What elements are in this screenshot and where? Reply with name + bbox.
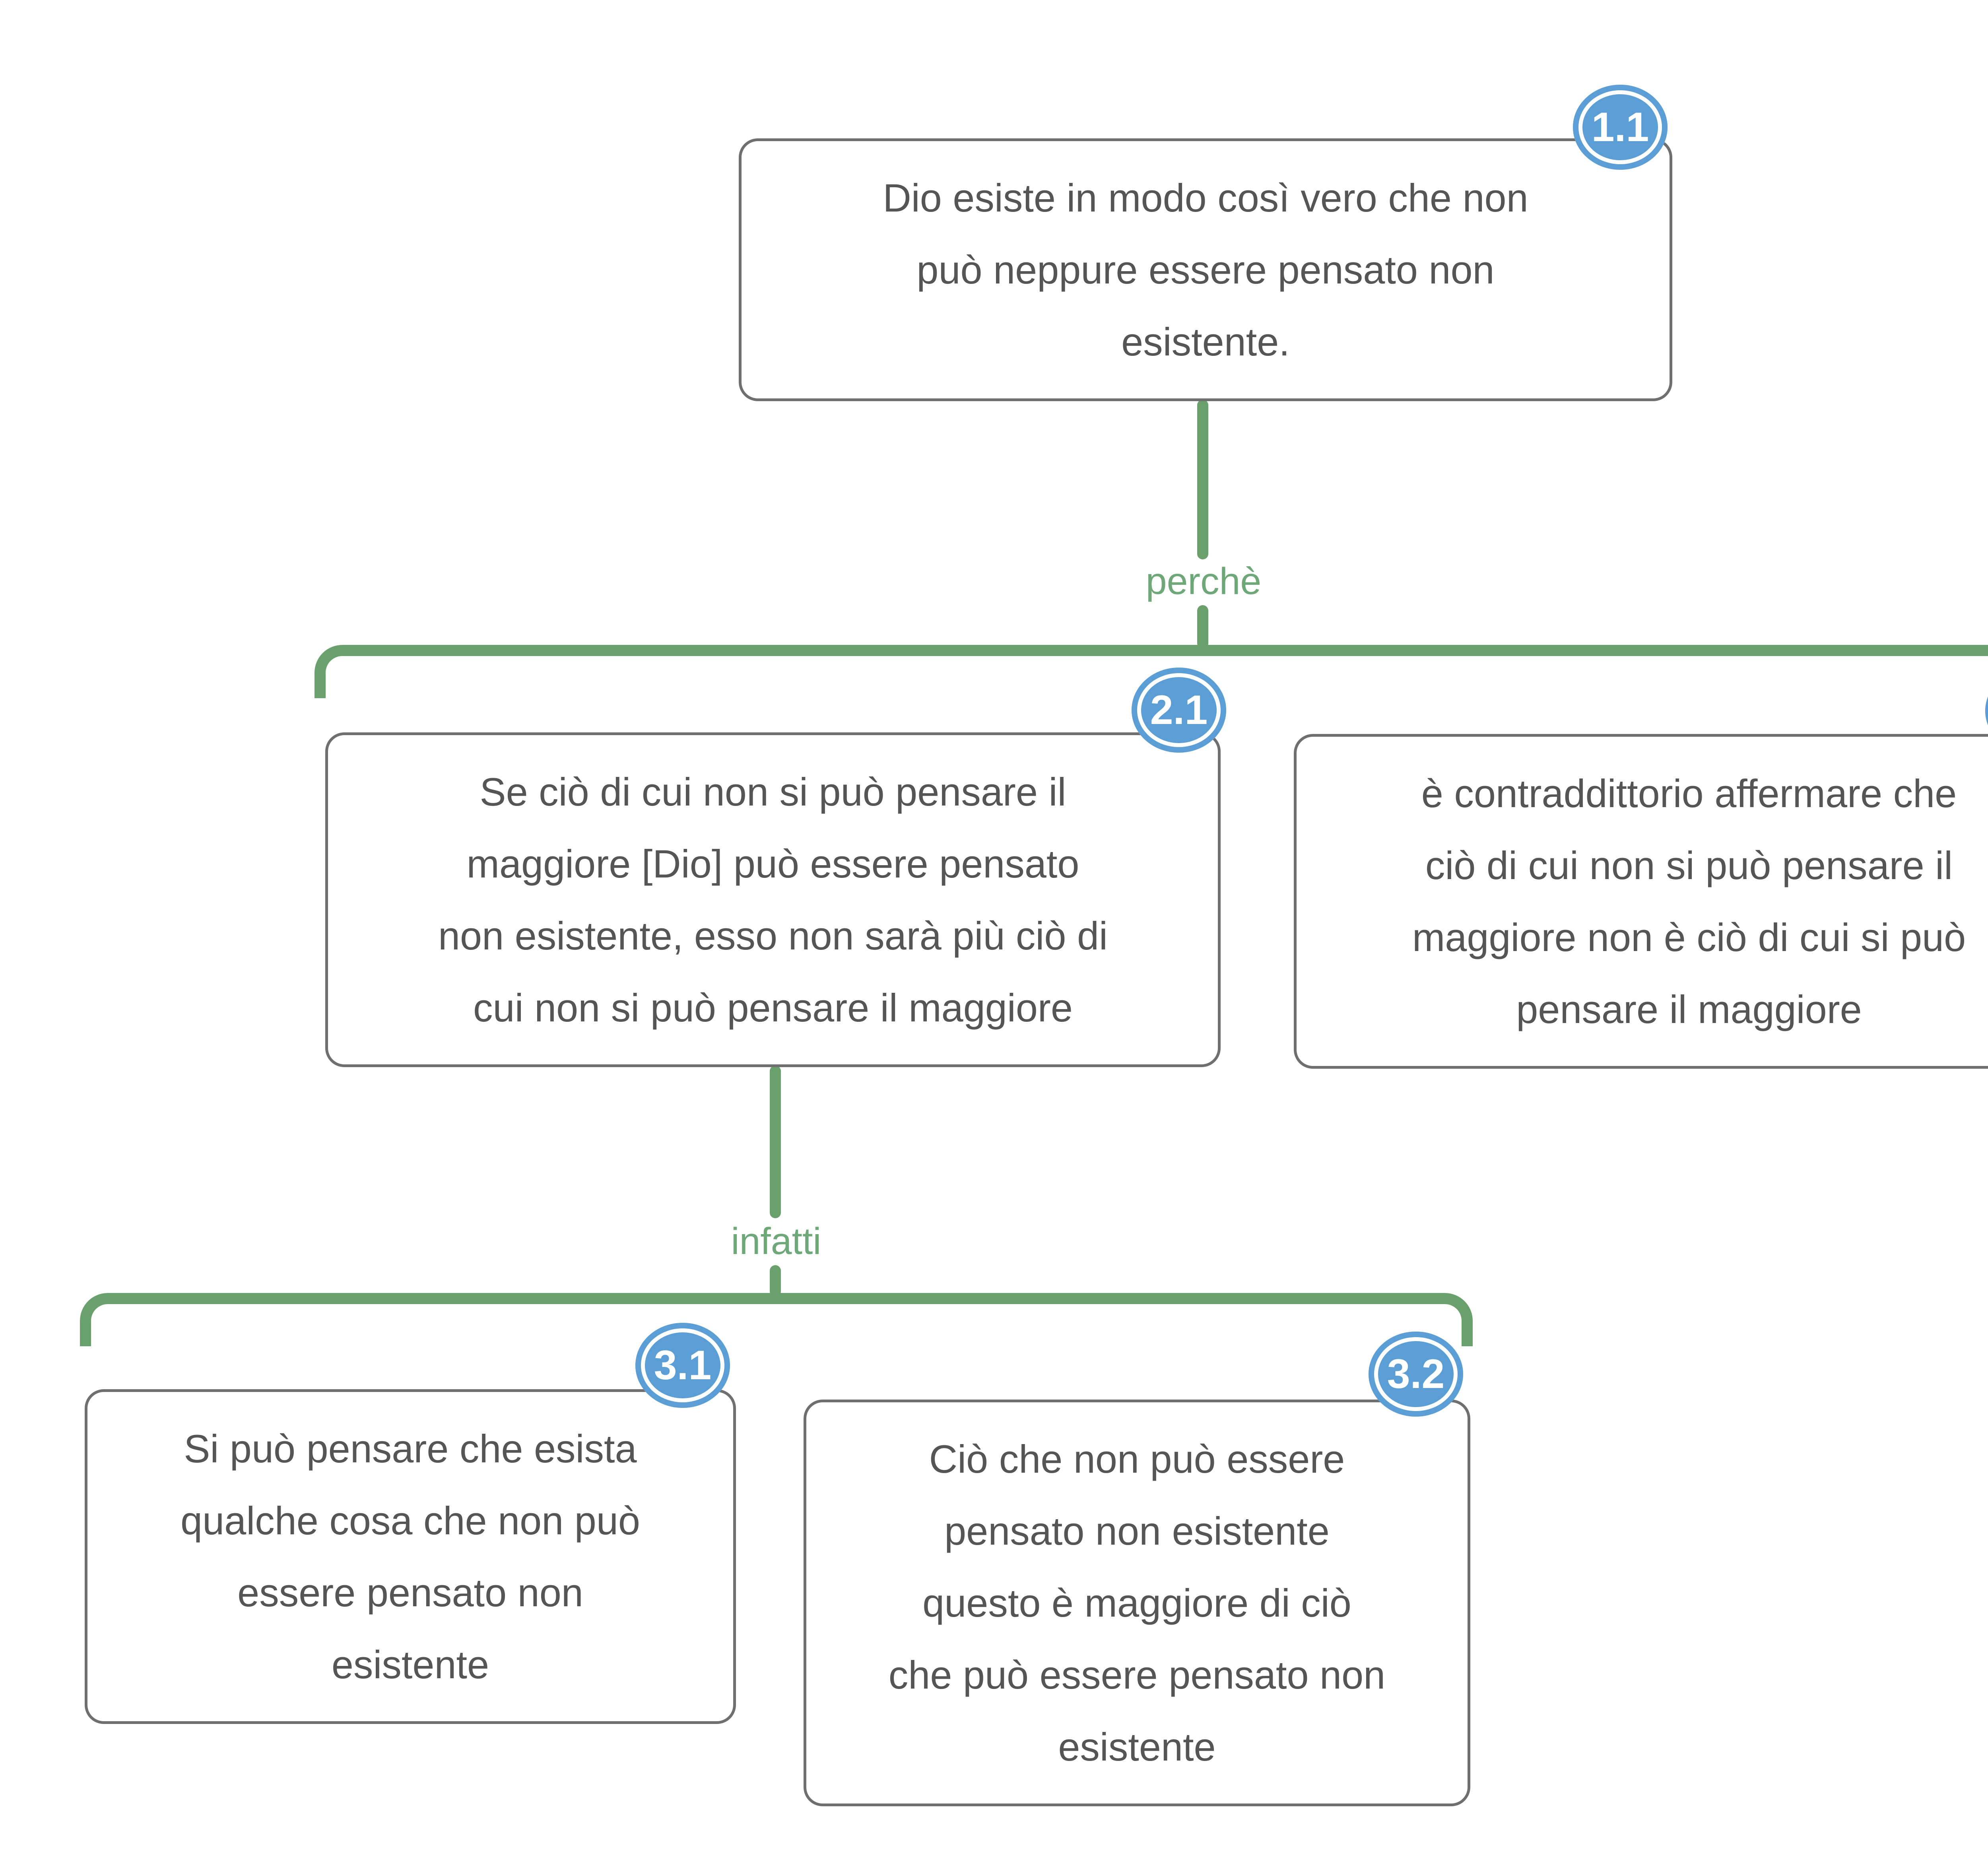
statement-line: è contraddittorio affermare che bbox=[1421, 771, 1957, 815]
statement-line: Se ciò di cui non si può pensare il bbox=[480, 770, 1066, 814]
statement-line: Si può pensare che esista bbox=[184, 1427, 637, 1471]
badge-3-2: 3.2 bbox=[1369, 1332, 1463, 1417]
statement-line: questo è maggiore di ciò bbox=[922, 1581, 1351, 1625]
connector-line bbox=[1197, 605, 1208, 649]
statement-line: essere pensato non bbox=[237, 1571, 583, 1615]
statement-line: non esistente, esso non sarà più ciò di bbox=[438, 914, 1108, 958]
statement-line: pensare il maggiore bbox=[1516, 987, 1862, 1031]
bracket-connector bbox=[315, 645, 1988, 698]
statement-line: maggiore non è ciò di cui si può bbox=[1412, 915, 1966, 959]
statement-line: esistente. bbox=[1121, 320, 1290, 364]
statement-box-1-1[interactable]: Dio esiste in modo così vero che non può… bbox=[739, 138, 1672, 401]
statement-line: Ciò che non può essere bbox=[929, 1437, 1345, 1481]
edge-label-perche: perchè bbox=[1145, 560, 1262, 602]
statement-line: pensato non esistente bbox=[944, 1509, 1330, 1553]
badge-2-1: 2.1 bbox=[1132, 668, 1226, 753]
connector-line bbox=[770, 1265, 781, 1297]
statement-line: può neppure essere pensato non bbox=[916, 248, 1495, 292]
bracket-connector bbox=[80, 1293, 1473, 1346]
connector-line bbox=[770, 1066, 781, 1218]
statement-line: ciò di cui non si può pensare il bbox=[1425, 843, 1953, 887]
statement-line: che può essere pensato non bbox=[888, 1653, 1386, 1697]
edge-label-infatti: infatti bbox=[731, 1220, 821, 1262]
statement-box-2-1[interactable]: Se ciò di cui non si può pensare il magg… bbox=[325, 732, 1221, 1067]
statement-line: cui non si può pensare il maggiore bbox=[473, 986, 1073, 1030]
statement-line: esistente bbox=[1058, 1725, 1216, 1769]
statement-box-3-1[interactable]: Si può pensare che esista qualche cosa c… bbox=[85, 1389, 736, 1724]
statement-line: Dio esiste in modo così vero che non bbox=[883, 176, 1528, 220]
statement-line: qualche cosa che non può bbox=[181, 1499, 640, 1543]
badge-3-1: 3.1 bbox=[635, 1323, 730, 1408]
statement-box-3-2[interactable]: Ciò che non può essere pensato non esist… bbox=[804, 1400, 1470, 1806]
badge-2-2: 2.2 bbox=[1985, 668, 1988, 753]
statement-line: esistente bbox=[331, 1642, 489, 1687]
statement-box-2-2[interactable]: è contraddittorio affermare che ciò di c… bbox=[1294, 734, 1988, 1069]
connector-line bbox=[1197, 400, 1208, 559]
statement-line: maggiore [Dio] può essere pensato bbox=[466, 842, 1079, 886]
badge-1-1: 1.1 bbox=[1573, 85, 1668, 170]
